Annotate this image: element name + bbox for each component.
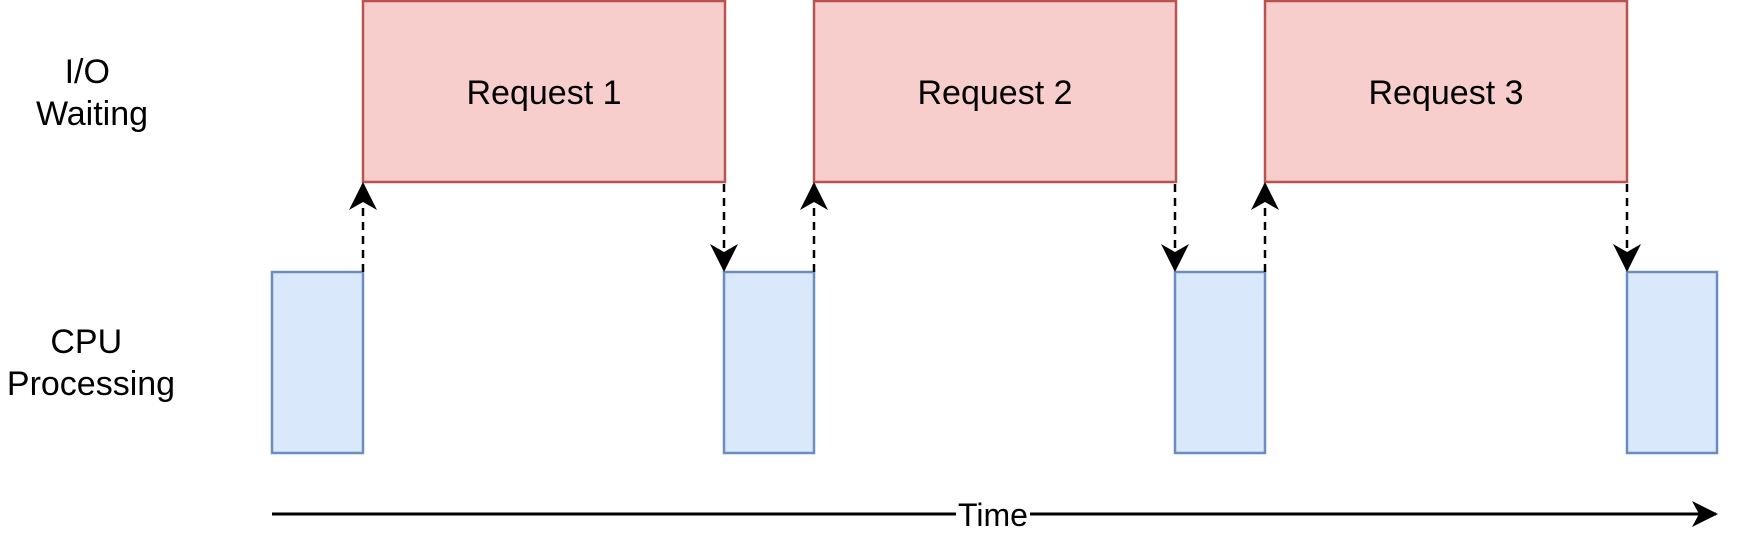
cpu-block-3 (1173, 270, 1267, 455)
request-3-box: Request 3 (1263, 0, 1629, 184)
request-3-label: Request 3 (1369, 74, 1524, 112)
cpu-block-4 (1625, 270, 1719, 455)
io-waiting-label-line1: I/O (65, 53, 110, 91)
request-2-box: Request 2 (812, 0, 1178, 184)
request-1-label: Request 1 (467, 74, 622, 112)
cpu-block-1 (270, 270, 365, 455)
request-2-label: Request 2 (918, 74, 1073, 112)
request-1-box: Request 1 (361, 0, 727, 184)
io-waiting-label-line2: Waiting (36, 95, 148, 133)
cpu-processing-label-line2: Processing (7, 365, 175, 403)
time-axis-label: Time (958, 497, 1028, 533)
cpu-block-2 (722, 270, 816, 455)
cpu-processing-label-line1: CPU (50, 323, 122, 361)
cpu-processing-label: CPU Processing (7, 323, 175, 403)
io-waiting-label: I/O Waiting (36, 53, 148, 133)
time-axis: Time (272, 497, 1718, 533)
